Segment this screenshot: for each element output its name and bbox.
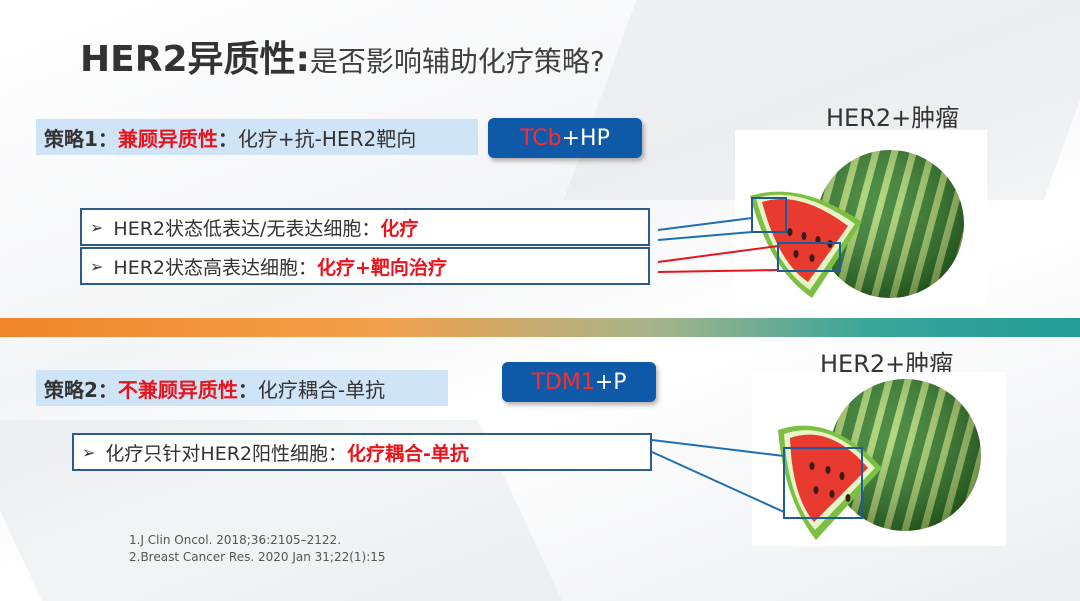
bullet-text: HER2状态低表达/无表达细胞： [113, 217, 381, 240]
bullet-arrow-icon: ➢ [82, 442, 96, 462]
strategy2-key: 不兼顾异质性 [117, 377, 238, 402]
regimen-red-text: TDM1 [531, 369, 595, 395]
section-divider [0, 318, 1080, 337]
bullet-highlight: 化疗+靶向治疗 [317, 256, 447, 279]
strategy2-label: 策略2： [44, 377, 118, 402]
title-sub: 是否影响辅助化疗策略? [309, 45, 605, 78]
references: 1.J Clin Oncol. 2018;36:2105–2122. 2.Bre… [129, 532, 386, 566]
strategy1-bullet-high: ➢ HER2状态高表达细胞： 化疗+靶向治疗 [80, 247, 650, 285]
bullet-arrow-icon: ➢ [90, 217, 104, 237]
bullet-text: 化疗只针对HER2阳性细胞： [105, 442, 347, 465]
strategy2-header: 策略2： 不兼顾异质性 ： 化疗耦合-单抗 [36, 370, 448, 406]
strategy1-header: 策略1： 兼顾异质性 ： 化疗+抗-HER2靶向 [36, 119, 478, 155]
strategy1-regimen-badge: TCb+HP [488, 118, 642, 158]
regimen-white-text: +HP [561, 125, 610, 151]
strategy2-photo-bg [752, 372, 1006, 546]
regimen-red-text: TCb [520, 125, 562, 151]
strategy2-regimen-badge: TDM1+P [502, 362, 656, 402]
strategy1-colon: ： [217, 126, 238, 151]
strategy1-photo-bg [735, 130, 987, 306]
bullet-highlight: 化疗 [380, 217, 419, 240]
strategy2-bullet: ➢ 化疗只针对HER2阳性细胞： 化疗耦合-单抗 [72, 433, 652, 471]
strategy1-bullet-low: ➢ HER2状态低表达/无表达细胞： 化疗 [80, 208, 650, 246]
strategy2-desc: 化疗耦合-单抗 [257, 377, 386, 402]
bullet-arrow-icon: ➢ [90, 256, 104, 276]
strategy1-label: 策略1： [44, 126, 118, 151]
regimen-white-text: +P [594, 369, 627, 395]
strategy2-colon: ： [237, 377, 258, 402]
strategy1-key: 兼顾异质性 [117, 126, 218, 151]
reference-item: 1.J Clin Oncol. 2018;36:2105–2122. [129, 533, 342, 547]
reference-item: 2.Breast Cancer Res. 2020 Jan 31;22(1):1… [129, 550, 386, 564]
page-title: HER2异质性:是否影响辅助化疗策略? [80, 30, 605, 82]
title-main: HER2异质性: [80, 39, 310, 80]
strategy1-image-label: HER2+肿瘤 [826, 104, 960, 132]
strategy1-desc: 化疗+抗-HER2靶向 [237, 126, 417, 151]
bullet-highlight: 化疗耦合-单抗 [347, 442, 469, 465]
bullet-text: HER2状态高表达细胞： [113, 256, 317, 279]
